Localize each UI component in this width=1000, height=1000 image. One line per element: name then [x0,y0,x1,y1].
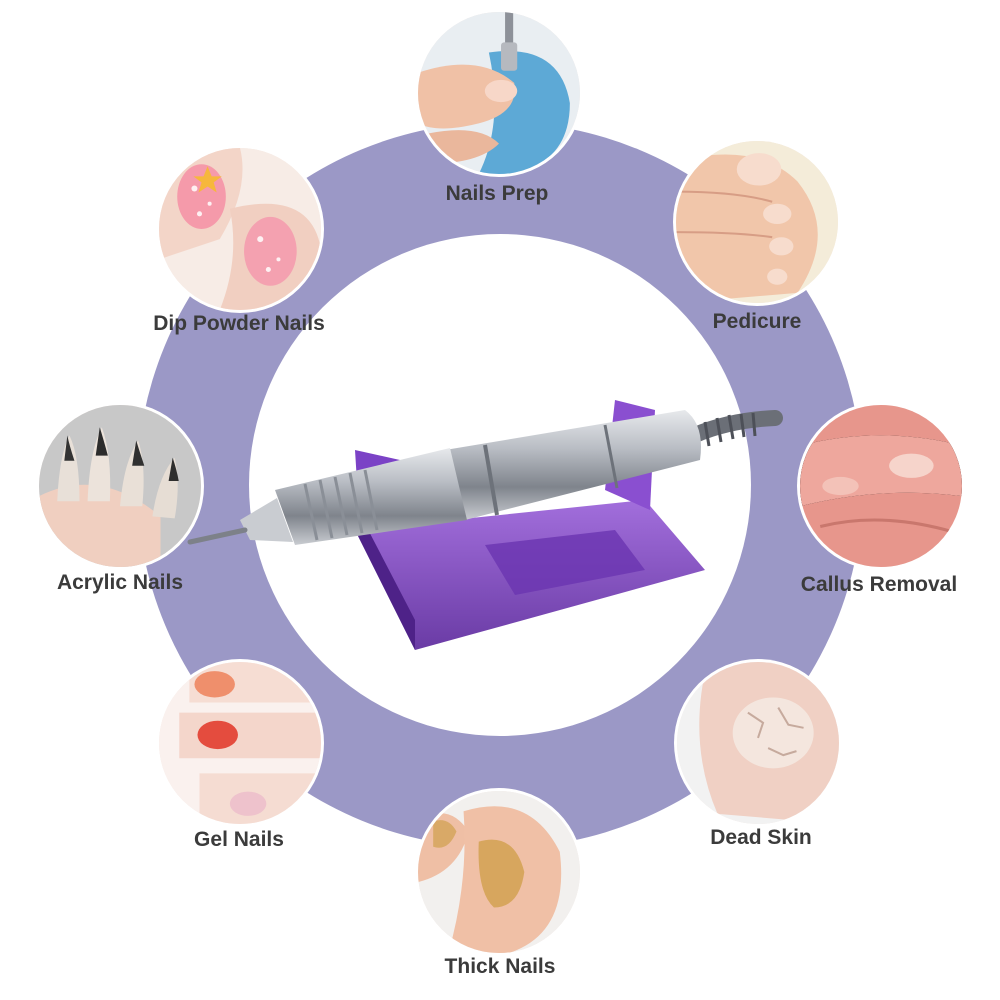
thick-nail-photo-icon [418,791,580,953]
nail-prep-photo-icon [418,12,580,174]
thick-nails-label: Thick Nails [444,955,556,978]
dead-skin-label: Dead Skin [710,826,812,849]
gel-nails-photo-icon [159,662,321,824]
callus-removal-label: Callus Removal [800,573,958,596]
pedicure-photo-icon [676,141,838,303]
nails-prep-label: Nails Prep [445,182,549,205]
dip-powder-nails-photo-icon [159,148,321,310]
gel-nails-label: Gel Nails [194,828,284,851]
dip-powder-nails-label: Dip Powder Nails [153,312,325,335]
nail-drill-product [185,370,785,670]
dip-powder-nails-thumbnail [159,148,321,310]
acrylic-nails-label: Acrylic Nails [56,571,184,594]
pedicure-thumbnail [676,141,838,303]
callus-removal-thumbnail [800,405,962,567]
acrylic-nails-photo-icon [39,405,201,567]
dead-skin-heel-photo-icon [677,662,839,824]
nail-drill-handpiece-on-stand-icon [187,400,783,650]
nails-prep-thumbnail [418,12,580,174]
gel-nails-thumbnail [159,662,321,824]
dead-skin-thumbnail [677,662,839,824]
acrylic-nails-thumbnail [39,405,201,567]
pedicure-label: Pedicure [712,310,802,333]
thick-nails-thumbnail [418,791,580,953]
callus-photo-icon [800,405,962,567]
